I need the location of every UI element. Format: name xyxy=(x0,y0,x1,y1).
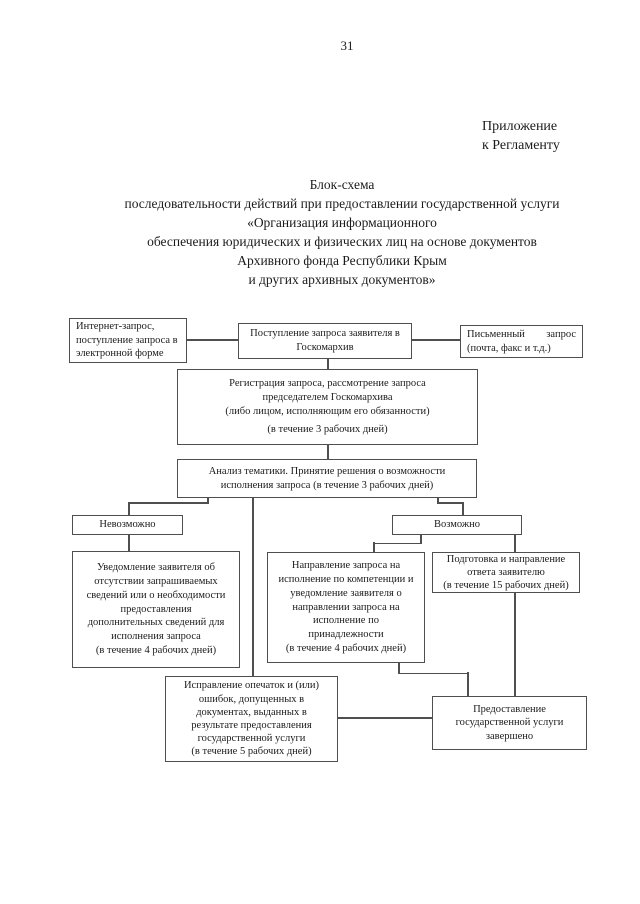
connector-analysis-possible-drop xyxy=(462,502,464,515)
connector-receipt-written xyxy=(412,339,460,341)
node-registration: Регистрация запроса, рассмотрение запрос… xyxy=(177,369,478,445)
appendix-label: Приложение к Регламенту xyxy=(482,117,560,155)
connector-corrections-completed xyxy=(338,717,432,719)
connector-possible-forwarding-stub xyxy=(420,535,422,544)
appendix-line-2: к Регламенту xyxy=(482,138,560,153)
connector-possible-preparation xyxy=(514,535,516,552)
node-possible: Возможно xyxy=(392,515,522,535)
connector-analysis-impossible-stub xyxy=(207,498,209,504)
node-corrections: Исправление опечаток и (или)ошибок, допу… xyxy=(165,676,338,762)
connector-internet-receipt xyxy=(187,339,238,341)
connector-possible-forwarding-horizontal xyxy=(373,542,421,544)
node-impossible: Невозможно xyxy=(72,515,183,535)
connector-possible-forwarding-drop xyxy=(373,542,375,552)
registration-text: Регистрация запроса, рассмотрение запрос… xyxy=(225,378,430,417)
connector-analysis-possible-stub xyxy=(437,498,439,504)
written-request-line1: Письменный запрос xyxy=(464,328,579,342)
connector-receipt-registration xyxy=(327,359,329,369)
connector-forwarding-completed-stub xyxy=(398,663,400,674)
node-written-request: Письменный запрос (почта, факс и т.д.) xyxy=(460,325,583,358)
connector-analysis-possible-horizontal xyxy=(437,502,463,504)
connector-analysis-corrections xyxy=(252,498,254,676)
registration-duration: (в течение 3 рабочих дней) xyxy=(267,423,388,435)
connector-registration-analysis xyxy=(327,445,329,459)
connector-forwarding-completed-horizontal xyxy=(398,672,468,674)
page-number: 31 xyxy=(340,38,354,53)
connector-analysis-impossible-horizontal xyxy=(128,502,208,504)
written-request-word2: запрос xyxy=(546,328,576,340)
connector-impossible-notification xyxy=(128,535,130,551)
connector-analysis-impossible-drop xyxy=(128,502,130,515)
written-request-word1: Письменный xyxy=(467,328,525,340)
connector-forwarding-completed-drop xyxy=(467,672,469,696)
node-analysis: Анализ тематики. Принятие решения о возм… xyxy=(177,459,477,498)
connector-preparation-completed xyxy=(514,593,516,696)
appendix-line-1: Приложение xyxy=(482,119,558,134)
written-request-line2: (почта, факс и т.д.) xyxy=(467,342,551,354)
